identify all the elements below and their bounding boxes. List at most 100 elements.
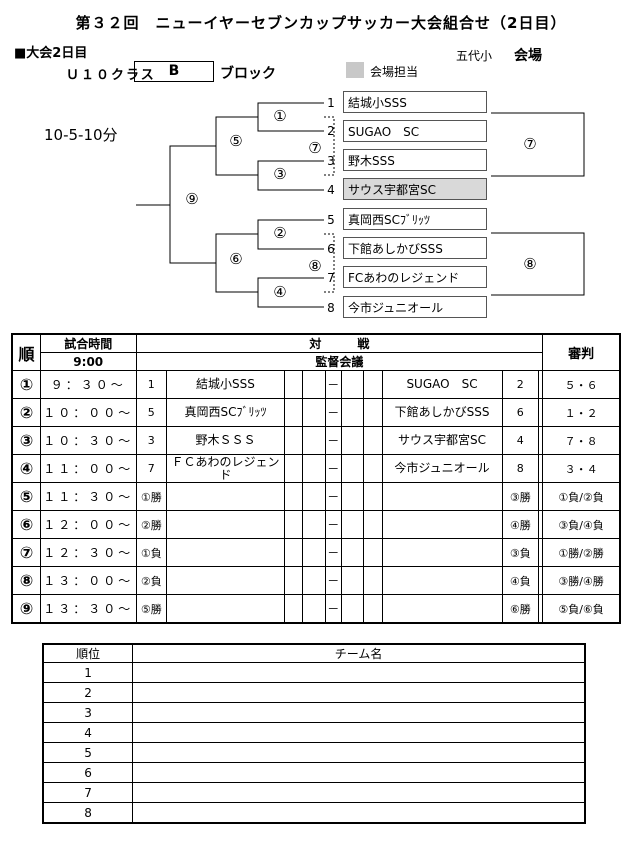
right-team: [381, 566, 503, 595]
score-box: [363, 454, 383, 483]
venue-label: 会場: [514, 48, 542, 64]
team-box: SUGAO SC: [343, 120, 487, 142]
score-box: [340, 566, 365, 595]
left-seed: ①負: [135, 538, 168, 567]
team-box: FCあわのレジェンド: [343, 266, 487, 288]
match-number: ⑧: [11, 566, 41, 595]
match-time-cell: １０：００～: [39, 398, 137, 427]
left-team: 野木ＳＳＳ: [166, 426, 285, 455]
left-seed: 1: [135, 370, 168, 399]
table-row: 7: [42, 782, 586, 803]
right-seed: ④負: [501, 566, 540, 595]
table-row: 5: [42, 742, 586, 763]
score-box: [302, 482, 326, 511]
right-team: [381, 594, 503, 624]
score-box: [340, 398, 365, 427]
right-seed: 6: [501, 398, 540, 427]
team-box: 今市ジュニオール: [343, 296, 487, 318]
score-box: [302, 454, 326, 483]
score-box: [283, 510, 304, 539]
score-box: [340, 594, 365, 624]
right-seed: 4: [501, 426, 540, 455]
meeting-label: 監督会議: [135, 352, 544, 371]
match-time-cell: １２：３０～: [39, 538, 137, 567]
match-number: ⑤: [11, 482, 41, 511]
seed-number: 8: [327, 301, 335, 315]
score-box: [283, 482, 304, 511]
score-box: [363, 482, 383, 511]
right-seed: 2: [501, 370, 540, 399]
table-row: 2: [42, 682, 586, 703]
match-number: ⑦: [11, 538, 41, 567]
score-dash: －: [324, 538, 342, 567]
rank-number: 2: [42, 682, 134, 703]
referee-cell: ①負/②負: [542, 482, 621, 511]
score-box: [363, 426, 383, 455]
tournament-bracket: [136, 102, 585, 308]
match-time: 10-5-10分: [44, 126, 118, 144]
team-box: 野木SSS: [343, 149, 487, 171]
match-number: ⑥: [11, 510, 41, 539]
table-row: 6: [42, 762, 586, 783]
time-header: 試合時間: [39, 333, 137, 353]
referee-cell: ５・６: [542, 370, 621, 399]
referee-cell: ３・４: [542, 454, 621, 483]
bracket-label-m9: ⑨: [185, 190, 199, 208]
team-box: 結城小SSS: [343, 91, 487, 113]
score-box: [363, 594, 383, 624]
start-time: 9:00: [39, 352, 137, 371]
score-box: [363, 538, 383, 567]
left-seed: ②勝: [135, 510, 168, 539]
bracket-label-m6: ⑥: [229, 250, 243, 268]
score-box: [283, 594, 304, 624]
score-box: [340, 510, 365, 539]
score-box: [363, 370, 383, 399]
match-time-cell: １３：００～: [39, 566, 137, 595]
rank-team-name: [132, 802, 586, 824]
score-box: [363, 510, 383, 539]
referee-cell: ③負/④負: [542, 510, 621, 539]
bracket-label-m2: ②: [273, 224, 287, 242]
score-box: [302, 566, 326, 595]
left-team: ＦＣあわのレジェンド: [166, 454, 285, 483]
left-team: [166, 566, 285, 595]
seed-number: 2: [327, 124, 335, 138]
seed-number: 3: [327, 154, 335, 168]
rank-number: 7: [42, 782, 134, 803]
seed-number: 5: [327, 213, 335, 227]
score-box: [302, 370, 326, 399]
score-box: [283, 370, 304, 399]
seed-number: 6: [327, 242, 335, 256]
rank-number: 6: [42, 762, 134, 783]
bracket-label-m5: ⑤: [229, 132, 243, 150]
right-team: [381, 482, 503, 511]
match-header: 対 戦: [135, 333, 544, 353]
rank-team-name: [132, 702, 586, 723]
score-box: [340, 370, 365, 399]
referee-cell: ⑤負/⑥負: [542, 594, 621, 624]
left-seed: ⑤勝: [135, 594, 168, 624]
score-box: [340, 538, 365, 567]
left-seed: ①勝: [135, 482, 168, 511]
score-dash: －: [324, 370, 342, 399]
bracket-label-m7: ⑦: [308, 139, 322, 157]
right-seed: 8: [501, 454, 540, 483]
day-label: ■大会2日目: [14, 46, 88, 61]
rank-team-name: [132, 782, 586, 803]
left-seed: 3: [135, 426, 168, 455]
schedule-subheader-row: 9:00 監督会議: [12, 352, 620, 371]
table-row: 1: [42, 662, 586, 683]
left-team: [166, 510, 285, 539]
score-dash: －: [324, 426, 342, 455]
rank-number: 3: [42, 702, 134, 723]
referee-header: 審判: [542, 333, 621, 371]
page-title: 第３２回 ニューイヤーセブンカップサッカー大会組合せ（2日目）: [75, 14, 567, 32]
rank-number: 4: [42, 722, 134, 743]
bracket-label-m3: ③: [273, 165, 287, 183]
referee-cell: １・２: [542, 398, 621, 427]
